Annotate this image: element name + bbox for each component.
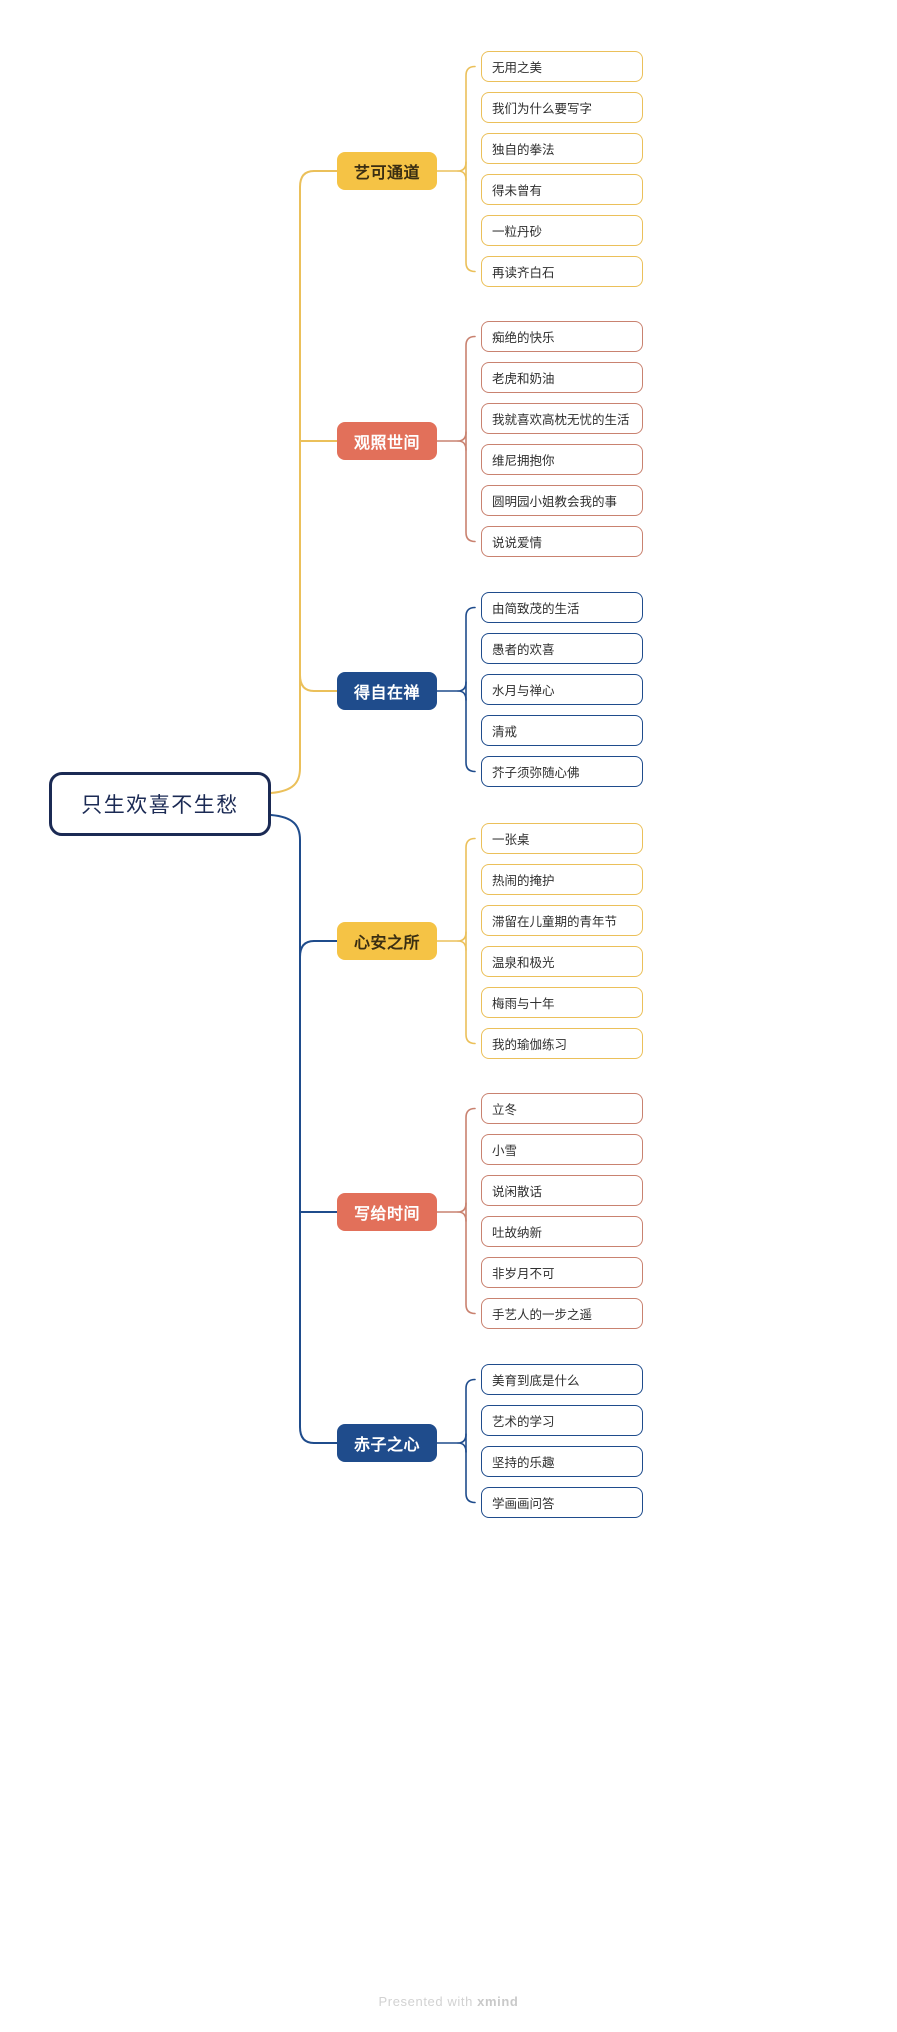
branch-node-4[interactable]: 心安之所 [337,922,437,960]
leaf-node[interactable]: 由简致茂的生活 [481,592,643,623]
leaf-node-label: 坚持的乐趣 [492,1456,555,1470]
leaf-node[interactable]: 说闲散话 [481,1175,643,1206]
leaf-node[interactable]: 清戒 [481,715,643,746]
leaf-node-label: 一粒丹砂 [492,225,543,239]
leaf-node-label: 维尼拥抱你 [492,454,555,468]
leaf-node-label: 梅雨与十年 [492,997,555,1011]
leaf-node-label: 热闹的掩护 [492,874,555,888]
leaf-node-label: 独自的拳法 [492,143,555,157]
leaf-node-label: 说闲散话 [492,1185,543,1199]
leaf-node[interactable]: 愚者的欢喜 [481,633,643,664]
leaf-node[interactable]: 我就喜欢高枕无忧的生活 [481,403,643,434]
leaf-node[interactable]: 维尼拥抱你 [481,444,643,475]
leaf-node-label: 吐故纳新 [492,1226,543,1240]
leaf-node[interactable]: 滞留在儿童期的青年节 [481,905,643,936]
leaf-node-label: 无用之美 [492,61,543,75]
leaf-node[interactable]: 手艺人的一步之遥 [481,1298,643,1329]
leaf-node[interactable]: 芥子须弥随心佛 [481,756,643,787]
leaf-node-label: 立冬 [492,1103,518,1117]
leaf-node-label: 一张桌 [492,833,530,847]
leaf-node-label: 滞留在儿童期的青年节 [492,915,618,929]
root-node[interactable]: 只生欢喜不生愁 [49,772,271,836]
leaf-node[interactable]: 我们为什么要写字 [481,92,643,123]
leaf-node-label: 由简致茂的生活 [492,602,580,616]
leaf-node[interactable]: 小雪 [481,1134,643,1165]
leaf-node[interactable]: 梅雨与十年 [481,987,643,1018]
leaf-node[interactable]: 独自的拳法 [481,133,643,164]
branch-node-label: 艺可通道 [353,165,420,182]
leaf-node[interactable]: 水月与禅心 [481,674,643,705]
leaf-node-label: 再读齐白石 [492,266,555,280]
leaf-node-label: 我的瑜伽练习 [492,1038,568,1052]
branch-node-label: 赤子之心 [353,1437,420,1454]
branch-node-6[interactable]: 赤子之心 [337,1424,437,1462]
leaf-node-label: 我就喜欢高枕无忧的生活 [492,413,630,427]
leaf-node-label: 温泉和极光 [492,956,555,970]
leaf-node[interactable]: 一张桌 [481,823,643,854]
leaf-node-label: 小雪 [492,1144,518,1158]
leaf-node-label: 非岁月不可 [492,1267,555,1281]
leaf-node[interactable]: 一粒丹砂 [481,215,643,246]
branch-node-label: 写给时间 [353,1206,420,1223]
branch-node-5[interactable]: 写给时间 [337,1193,437,1231]
leaf-node-label: 清戒 [492,725,518,739]
branch-node-label: 心安之所 [353,935,420,952]
branch-node-1[interactable]: 艺可通道 [337,152,437,190]
leaf-node[interactable]: 无用之美 [481,51,643,82]
leaf-node[interactable]: 圆明园小姐教会我的事 [481,485,643,516]
leaf-node[interactable]: 我的瑜伽练习 [481,1028,643,1059]
leaf-node-label: 愚者的欢喜 [492,643,555,657]
footer-attribution: Presented with xmind [0,1994,897,2009]
leaf-node[interactable]: 老虎和奶油 [481,362,643,393]
leaf-node[interactable]: 立冬 [481,1093,643,1124]
xmind-brand: xmind [477,1994,519,2009]
footer-prefix: Presented with [378,1994,473,2009]
leaf-node-label: 美育到底是什么 [492,1374,580,1388]
leaf-node[interactable]: 坚持的乐趣 [481,1446,643,1477]
leaf-node-label: 学画画问答 [492,1497,555,1511]
branch-node-3[interactable]: 得自在禅 [337,672,437,710]
leaf-node-label: 艺术的学习 [492,1415,555,1429]
leaf-node[interactable]: 说说爱情 [481,526,643,557]
leaf-node-label: 老虎和奶油 [492,372,555,386]
leaf-node[interactable]: 艺术的学习 [481,1405,643,1436]
leaf-node-label: 芥子须弥随心佛 [492,766,580,780]
leaf-node[interactable]: 温泉和极光 [481,946,643,977]
leaf-node[interactable]: 痴绝的快乐 [481,321,643,352]
leaf-node-label: 痴绝的快乐 [492,331,555,345]
leaf-node[interactable]: 再读齐白石 [481,256,643,287]
branch-node-label: 观照世间 [353,435,420,452]
leaf-node-label: 得未曾有 [492,184,543,198]
leaf-node[interactable]: 非岁月不可 [481,1257,643,1288]
leaf-node-label: 圆明园小姐教会我的事 [492,495,618,509]
root-node-label: 只生欢喜不生愁 [81,794,239,817]
leaf-node[interactable]: 美育到底是什么 [481,1364,643,1395]
leaf-node-label: 水月与禅心 [492,684,555,698]
leaf-node[interactable]: 吐故纳新 [481,1216,643,1247]
branch-node-label: 得自在禅 [353,685,420,702]
leaf-node[interactable]: 学画画问答 [481,1487,643,1518]
leaf-node-label: 手艺人的一步之遥 [492,1308,593,1322]
branch-node-2[interactable]: 观照世间 [337,422,437,460]
leaf-node[interactable]: 热闹的掩护 [481,864,643,895]
leaf-node-label: 说说爱情 [492,536,543,550]
leaf-node[interactable]: 得未曾有 [481,174,643,205]
leaf-node-label: 我们为什么要写字 [492,102,593,116]
